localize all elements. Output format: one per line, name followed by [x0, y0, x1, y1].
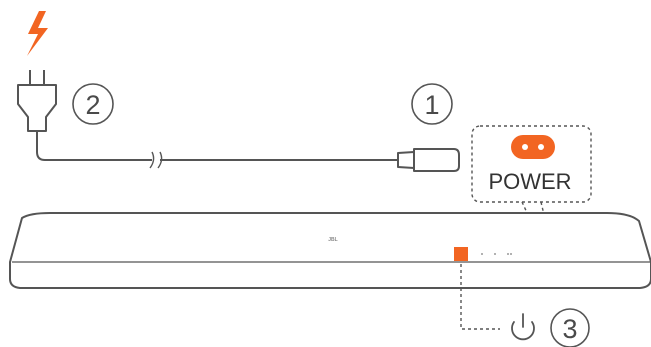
step-3-number: 3 — [562, 314, 577, 344]
step-2-marker: 2 — [72, 83, 114, 125]
brand-logo: JBL — [328, 237, 337, 243]
power-port-callout: POWER — [471, 125, 592, 220]
soundbar-control-buttons — [481, 253, 512, 255]
power-cable — [36, 131, 398, 169]
figure-8-socket-icon — [511, 135, 555, 159]
step-3-marker: 3 — [550, 308, 590, 347]
eu-plug-icon — [17, 70, 57, 132]
step-1-number: 1 — [424, 90, 439, 120]
soundbar: JBL — [9, 212, 651, 289]
step-2-number: 2 — [85, 90, 100, 120]
power-button-leader — [460, 264, 500, 330]
power-connector — [397, 148, 460, 172]
power-port-label: POWER — [488, 169, 571, 194]
lightning-bolt-icon — [27, 11, 48, 56]
step-1-marker: 1 — [411, 83, 453, 125]
power-button[interactable] — [454, 247, 468, 261]
power-icon — [511, 313, 535, 341]
